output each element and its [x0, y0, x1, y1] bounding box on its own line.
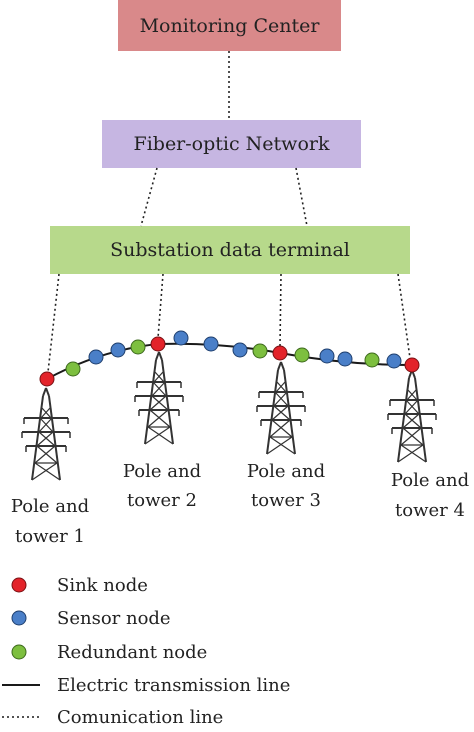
monitoring-center-label: Monitoring Center — [140, 15, 321, 37]
redundant-node — [130, 339, 146, 355]
tower-1-icon — [21, 387, 71, 481]
sensor-node — [319, 348, 335, 364]
comm-line-substation-tower1 — [47, 273, 60, 373]
legend-sink-label: Sink node — [57, 575, 148, 596]
comm-line-fiber-substation-left — [140, 167, 158, 227]
legend: Sink node Sensor node Redundant node Ele… — [2, 575, 290, 728]
comm-line-substation-tower4 — [397, 273, 411, 359]
sink-node-tower4 — [404, 357, 420, 373]
sensor-node — [203, 336, 219, 352]
redundant-node — [364, 352, 380, 368]
legend-communication-label: Comunication line — [57, 707, 223, 728]
sink-node-tower3 — [272, 345, 288, 361]
monitoring-center-box — [118, 0, 341, 51]
sensor-node — [337, 351, 353, 367]
sink-node-tower1 — [39, 371, 55, 387]
comm-line-fiber-substation-right — [295, 167, 308, 227]
sensor-node — [110, 342, 126, 358]
legend-electric-label: Electric transmission line — [57, 675, 290, 696]
legend-redundant-icon — [11, 644, 27, 660]
legend-redundant-label: Redundant node — [57, 642, 207, 663]
comm-line-substation-tower2 — [157, 273, 164, 339]
sink-node-tower2 — [150, 336, 166, 352]
tower-2-label-line1: Pole and — [123, 461, 201, 482]
tower-4-label-line2: tower 4 — [395, 500, 465, 521]
legend-sensor-label: Sensor node — [57, 608, 171, 629]
substation-terminal-label: Substation data terminal — [110, 239, 350, 261]
legend-sensor-icon — [11, 610, 27, 626]
legend-sink-icon — [11, 577, 27, 593]
redundant-node — [294, 347, 310, 363]
comm-line-substation-tower3 — [279, 273, 282, 347]
sensor-node — [386, 353, 402, 369]
substation-terminal-box — [50, 226, 410, 274]
tower-1-label-line2: tower 1 — [15, 526, 85, 547]
redundant-node — [252, 343, 268, 359]
fiber-optic-network-box — [102, 120, 361, 168]
redundant-node — [65, 361, 81, 377]
tower-3-label-line2: tower 3 — [251, 490, 321, 511]
tower-2-label-line2: tower 2 — [127, 490, 197, 511]
tower-3-label-line1: Pole and — [247, 461, 325, 482]
sensor-node — [88, 349, 104, 365]
tower-4-label-line1: Pole and — [391, 470, 469, 491]
fiber-optic-network-label: Fiber-optic Network — [134, 133, 330, 155]
tower-1-label-line1: Pole and — [11, 496, 89, 517]
sensor-node — [173, 330, 189, 346]
tower-4-icon — [387, 369, 437, 463]
tower-3-icon — [256, 361, 306, 455]
tower-2-icon — [134, 351, 184, 445]
sensor-node — [232, 342, 248, 358]
